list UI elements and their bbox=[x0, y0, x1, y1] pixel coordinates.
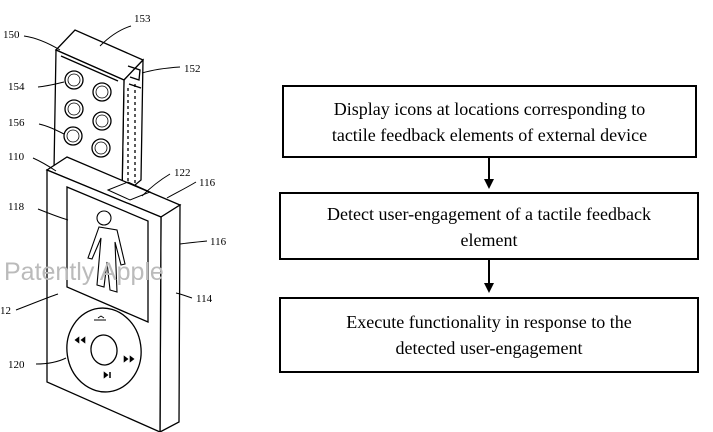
ref-120: 120 bbox=[8, 359, 25, 371]
flow-step-detect-engagement: Detect user-engagement of a tactile feed… bbox=[279, 192, 699, 260]
tactile-button bbox=[64, 99, 84, 119]
watermark: Patently Apple bbox=[4, 258, 164, 286]
tactile-button bbox=[92, 82, 112, 102]
ref-110: 110 bbox=[8, 151, 25, 163]
ref-116-side: 116 bbox=[210, 236, 227, 248]
flow-step-3-line-1: Execute functionality in response to the bbox=[346, 312, 631, 332]
media-player bbox=[45, 156, 182, 432]
flow-step-3-line-2: detected user-engagement bbox=[395, 338, 582, 358]
flow-step-execute-functionality: Execute functionality in response to the… bbox=[279, 297, 699, 373]
ref-152: 152 bbox=[184, 63, 201, 75]
click-wheel-icon bbox=[66, 307, 142, 393]
player-screen bbox=[66, 186, 149, 323]
flow-step-2-line-2: element bbox=[461, 230, 518, 250]
flow-box bbox=[279, 192, 699, 260]
ref-153: 153 bbox=[134, 13, 151, 25]
device-drawing bbox=[15, 25, 208, 432]
ref-116-top: 116 bbox=[199, 177, 216, 189]
tactile-button bbox=[63, 126, 83, 146]
tactile-button bbox=[91, 138, 111, 158]
ref-150: 150 bbox=[3, 29, 20, 41]
person-figure-icon bbox=[87, 210, 126, 293]
ref-154: 154 bbox=[8, 81, 25, 93]
ref-12: 12 bbox=[0, 305, 11, 317]
ref-118: 118 bbox=[8, 201, 25, 213]
tactile-button bbox=[64, 70, 84, 90]
ref-122: 122 bbox=[174, 167, 191, 179]
flow-step-1-line-2: tactile feedback elements of external de… bbox=[332, 125, 647, 145]
ref-114: 114 bbox=[196, 293, 213, 305]
flow-box bbox=[282, 85, 697, 158]
flow-step-2-line-1: Detect user-engagement of a tactile feed… bbox=[327, 204, 651, 224]
flow-step-display-icons: Display icons at locations corresponding… bbox=[282, 85, 697, 158]
flow-box bbox=[279, 297, 699, 373]
flowchart: Display icons at locations corresponding… bbox=[279, 85, 699, 373]
ref-156: 156 bbox=[8, 117, 25, 129]
tactile-button bbox=[92, 111, 112, 131]
reference-leaders bbox=[15, 25, 208, 365]
flow-step-1-line-1: Display icons at locations corresponding… bbox=[334, 99, 645, 119]
reference-numerals: 153 150 152 154 156 110 122 116 118 116 … bbox=[0, 13, 227, 371]
